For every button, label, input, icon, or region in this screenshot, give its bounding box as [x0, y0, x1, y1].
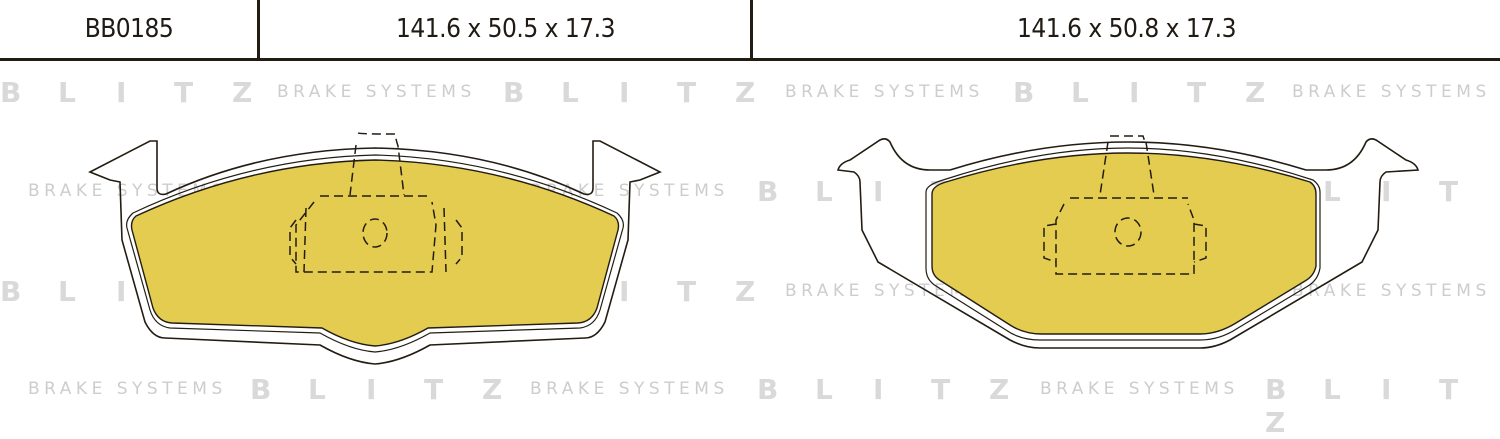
right-hidden-lines	[1043, 135, 1207, 275]
watermark-tagline: BRAKE SYSTEMS	[785, 281, 984, 301]
right-brake-pad	[836, 135, 1420, 349]
right-friction-material	[931, 152, 1317, 335]
watermark-tagline: BRAKE SYSTEMS	[1292, 82, 1491, 102]
watermark-tagline: BRAKE SYSTEMS	[28, 379, 227, 399]
dimensions-left: 141.6 x 50.5 x 17.3	[396, 14, 615, 44]
left-friction-material	[130, 159, 620, 347]
header-divider	[257, 0, 260, 59]
watermark-tagline: BRAKE SYSTEMS	[1040, 379, 1239, 399]
watermark-tagline: BRAKE SYSTEMS	[277, 82, 476, 102]
left-brake-pad	[88, 132, 662, 365]
part-number: BB0185	[84, 14, 174, 44]
dimensions-right: 141.6 x 50.8 x 17.3	[1017, 14, 1236, 44]
header-divider	[750, 0, 753, 59]
watermark-tagline: BRAKE SYSTEMS	[1292, 281, 1491, 301]
spec-header: BB0185 141.6 x 50.5 x 17.3 141.6 x 50.8 …	[0, 0, 1500, 61]
left-backing-plate	[88, 140, 662, 365]
watermark-tagline: BRAKE SYSTEMS	[785, 82, 984, 102]
watermark-tagline: BRAKE SYSTEMS	[530, 379, 729, 399]
brake-pad-drawing	[88, 132, 1420, 365]
right-pad-outline	[925, 147, 1321, 341]
right-backing-plate	[836, 138, 1420, 349]
left-hidden-lines	[289, 132, 463, 273]
left-pad-outline	[126, 154, 624, 353]
